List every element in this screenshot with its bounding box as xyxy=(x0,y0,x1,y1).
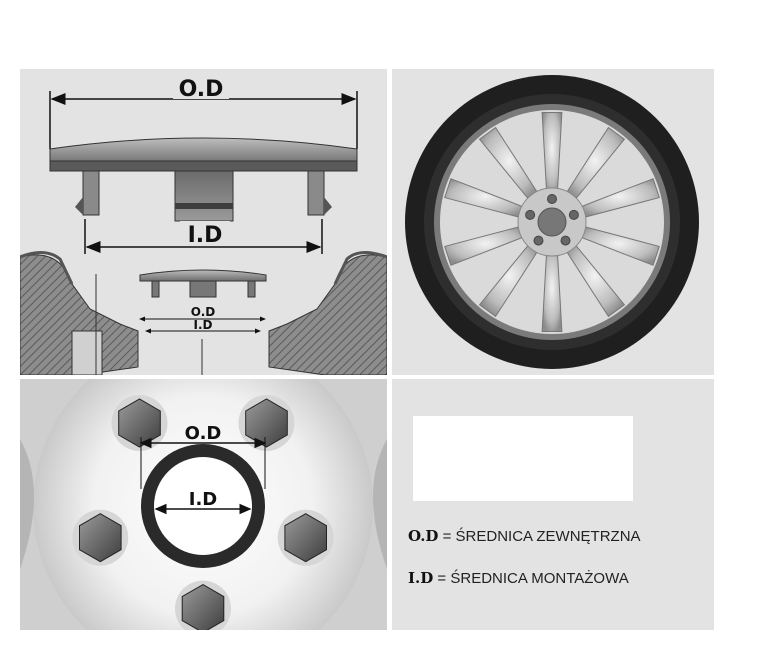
wheel-section-right xyxy=(268,254,387,375)
legend-id-abbr: I.D xyxy=(408,569,434,587)
lug-hole xyxy=(547,194,557,204)
legend-id-text: ŚREDNICA MONTAŻOWA xyxy=(450,570,629,587)
hub-od-label: O.D xyxy=(185,423,222,444)
legend-od-sep: = xyxy=(442,528,452,545)
od-label: O.D xyxy=(179,77,224,102)
lug-nut xyxy=(181,584,225,630)
legend-od-abbr: O.D xyxy=(408,527,439,545)
lug-nuts xyxy=(72,394,334,630)
cap-cross-section-drawing: O.D I.D O.D I.D xyxy=(20,75,387,375)
center-bore xyxy=(537,207,567,237)
lug-nut xyxy=(245,398,288,448)
legend-id: I.D = ŚREDNICA MONTAŻOWA xyxy=(408,569,629,587)
wheel-photo-panel xyxy=(392,69,714,375)
legend-od: O.D = ŚREDNICA ZEWNĘTRZNA xyxy=(408,527,641,545)
wheel-illustration xyxy=(405,75,699,369)
lug-nut xyxy=(284,513,327,563)
id-label: I.D xyxy=(188,223,223,248)
blank-label-box xyxy=(413,416,633,501)
lug-hole xyxy=(560,235,571,246)
spokes xyxy=(444,111,660,333)
lug-hole xyxy=(533,235,544,246)
hub-front-panel: O.D I.D xyxy=(20,379,387,630)
lug-nut xyxy=(79,513,122,563)
hub-front-drawing: O.D I.D xyxy=(20,379,387,630)
legend-od-text: ŚREDNICA ZEWNĘTRZNA xyxy=(455,528,641,545)
cap-top xyxy=(49,137,358,166)
legend-id-sep: = xyxy=(437,570,447,587)
legend-panel: O.D = ŚREDNICA ZEWNĘTRZNA I.D = ŚREDNICA… xyxy=(392,379,714,630)
lug-hole xyxy=(525,209,536,220)
lug-holes xyxy=(525,194,579,246)
lug-hole xyxy=(568,209,579,220)
small-id-label: I.D xyxy=(194,318,213,332)
small-od-label: O.D xyxy=(191,305,215,319)
hub-id-label: I.D xyxy=(189,489,217,510)
cap-cross-section-panel: O.D I.D O.D I.D xyxy=(20,69,387,375)
